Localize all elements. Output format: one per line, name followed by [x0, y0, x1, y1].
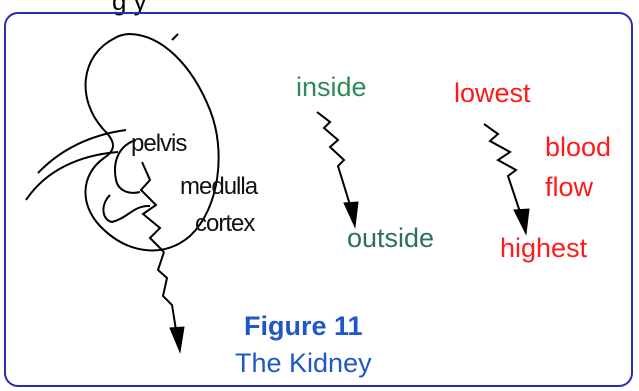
label-inside: inside	[296, 74, 367, 101]
outflow-arrowhead	[170, 327, 184, 352]
label-flow: flow	[545, 174, 593, 201]
figure-number: Figure 11	[244, 313, 363, 340]
label-outside: outside	[347, 225, 434, 252]
label-cortex: cortex	[195, 212, 254, 236]
label-lowest: lowest	[454, 80, 531, 107]
lowest-highest-arrowhead	[514, 209, 529, 234]
ureter-lower	[26, 152, 118, 200]
label-pelvis: pelvis	[131, 132, 186, 156]
label-highest: highest	[500, 235, 587, 262]
outflow-zigzag	[158, 252, 176, 330]
kidney-tick-top	[172, 34, 178, 40]
inside-outside-zigzag	[317, 112, 350, 205]
renal-medulla-curve	[103, 195, 150, 222]
label-blood: blood	[545, 134, 611, 161]
label-medulla: medulla	[180, 175, 257, 199]
lowest-highest-zigzag	[484, 124, 520, 212]
figure-caption: The Kidney	[235, 350, 372, 377]
